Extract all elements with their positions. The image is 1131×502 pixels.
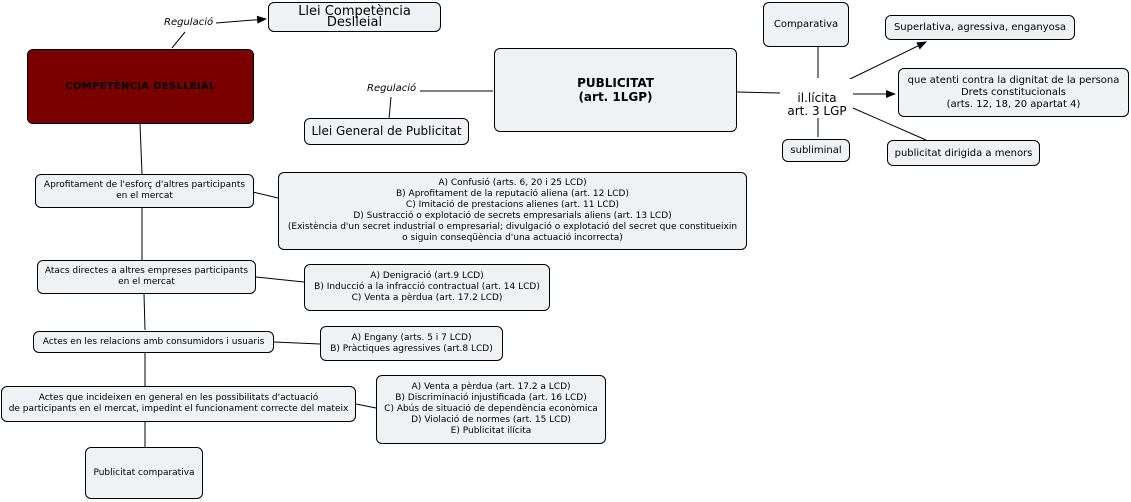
publicitat-comparativa-node[interactable]: Publicitat comparativa xyxy=(85,447,203,499)
publicitat-title: PUBLICITAT (art. 1LGP) xyxy=(577,76,654,104)
superlativa-node[interactable]: Superlativa, agressiva, enganyosa xyxy=(885,15,1075,40)
llei-publicitat-label: Llei General de Publicitat xyxy=(311,124,462,138)
subliminal-node[interactable]: subliminal xyxy=(782,139,850,162)
llei-competencia-node[interactable]: Llei Competència Deslleial xyxy=(268,2,441,32)
aprofitament-node[interactable]: Aprofitament de l'esforç d'altres partic… xyxy=(35,174,254,208)
aprofitament-detall-label: A) Confusió (arts. 6, 20 i 25 LCD) B) Ap… xyxy=(287,178,738,243)
actes-consumidors-node[interactable]: Actes en les relacions amb consumidors i… xyxy=(33,331,274,353)
atacs-detall-node[interactable]: A) Denigració (art.9 LCD) B) Inducció a … xyxy=(304,264,550,311)
atacs-node[interactable]: Atacs directes a altres empreses partici… xyxy=(37,260,256,294)
actes-general-label: Actes que incideixen en general en les p… xyxy=(8,393,349,414)
atacs-detall-label: A) Denigració (art.9 LCD) B) Inducció a … xyxy=(314,271,540,303)
illicita-node[interactable]: il.lícita art. 3 LGP xyxy=(781,79,853,118)
comparativa-label: Comparativa xyxy=(773,19,839,30)
menors-label: publicitat dirigida a menors xyxy=(894,147,1033,159)
publicitat-node[interactable]: PUBLICITAT (art. 1LGP) xyxy=(494,48,737,132)
actes-general-node[interactable]: Actes que incideixen en general en les p… xyxy=(1,386,356,422)
actes-general-detall-node[interactable]: A) Venta a pèrdua (art. 17.2 a LCD) B) D… xyxy=(376,375,606,444)
regulacio-label-2: Regulació xyxy=(365,83,419,94)
actes-consumidors-detall-label: A) Engany (arts. 5 i 7 LCD) B) Pràctique… xyxy=(330,332,493,354)
actes-consumidors-label: Actes en les relacions amb consumidors i… xyxy=(42,336,265,347)
atacs-label: Atacs directes a altres empreses partici… xyxy=(44,266,249,287)
dignitat-node[interactable]: que atenti contra la dignitat de la pers… xyxy=(898,68,1129,117)
dignitat-label: que atenti contra la dignitat de la pers… xyxy=(907,74,1120,110)
regulacio-label-1: Regulació xyxy=(162,17,216,28)
menors-node[interactable]: publicitat dirigida a menors xyxy=(887,140,1040,166)
aprofitament-detall-node[interactable]: A) Confusió (arts. 6, 20 i 25 LCD) B) Ap… xyxy=(278,172,747,250)
superlativa-label: Superlativa, agressiva, enganyosa xyxy=(893,22,1067,33)
illicita-label: il.lícita art. 3 LGP xyxy=(787,91,847,118)
comparativa-node[interactable]: Comparativa xyxy=(763,2,849,47)
subliminal-label: subliminal xyxy=(790,145,842,156)
llei-publicitat-node[interactable]: Llei General de Publicitat xyxy=(304,118,469,145)
aprofitament-label: Aprofitament de l'esforç d'altres partic… xyxy=(43,180,246,201)
competencia-title: COMPETÈNCIA DESLLEIAL xyxy=(65,81,216,92)
publicitat-comparativa-label: Publicitat comparativa xyxy=(93,467,195,478)
actes-consumidors-detall-node[interactable]: A) Engany (arts. 5 i 7 LCD) B) Pràctique… xyxy=(320,326,503,361)
llei-competencia-label: Llei Competència Deslleial xyxy=(298,4,411,30)
competencia-deslleial-node[interactable]: COMPETÈNCIA DESLLEIAL xyxy=(27,49,254,124)
actes-general-detall-label: A) Venta a pèrdua (art. 17.2 a LCD) B) D… xyxy=(384,382,598,436)
